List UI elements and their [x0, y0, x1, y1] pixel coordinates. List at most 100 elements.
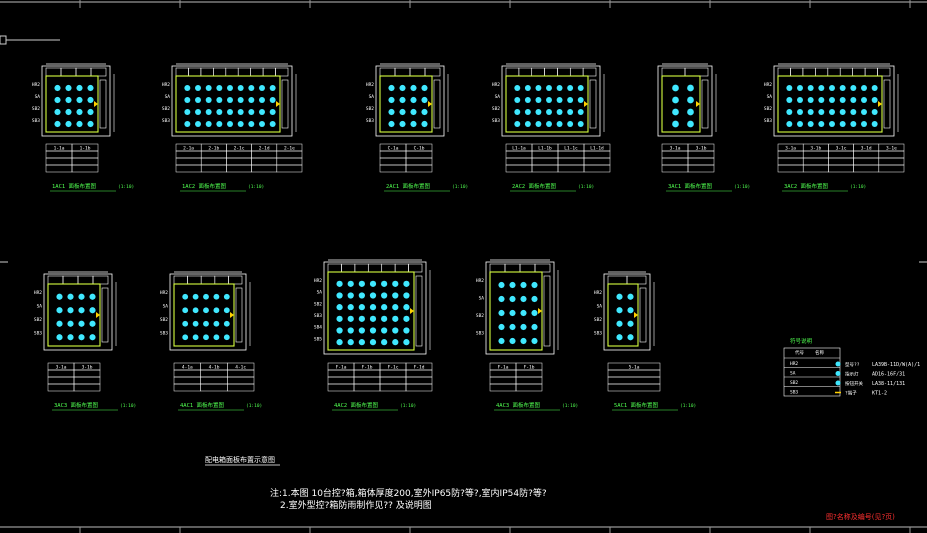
indicator-icon [797, 85, 803, 91]
indicator-icon [392, 327, 399, 334]
table-cell [777, 164, 804, 173]
indicator-icon [818, 85, 825, 91]
table-header: 1-1b [80, 146, 91, 152]
indicator-icon [421, 84, 428, 92]
indicator-icon [509, 323, 516, 331]
terminal-slot [75, 67, 92, 77]
indicator-icon [421, 108, 428, 116]
row-label: HR2 [594, 290, 602, 296]
indicator-icon [87, 108, 94, 116]
indicator-icon [524, 85, 531, 91]
table-header: 2-1c [234, 146, 245, 152]
panel-caption: 3AC1 面板布置图 [668, 182, 713, 190]
indicator-icon [347, 339, 354, 346]
table-cell [405, 376, 433, 385]
terminal-slot [557, 67, 571, 77]
table-cell [828, 164, 854, 173]
indicator-icon [531, 309, 538, 317]
table-header: 2-1b [208, 146, 219, 152]
terminal-slot [327, 263, 342, 273]
indicator-icon [56, 293, 63, 300]
indicator-icon [216, 85, 223, 91]
indicator-icon [839, 121, 846, 127]
indicator-icon [227, 85, 233, 91]
table-cell [531, 157, 559, 166]
indicator-icon [786, 97, 793, 103]
indicator-icon [336, 339, 343, 346]
table-cell [45, 150, 73, 159]
indicator-icon [76, 120, 83, 128]
panel-caption: 1AC2 面板布置图 [182, 182, 227, 190]
legend-model: KT1-2 [872, 391, 887, 397]
indicator-icon [556, 97, 563, 103]
indicator-icon [807, 85, 814, 91]
indicator-icon [871, 85, 878, 91]
terminal-strip [101, 287, 109, 343]
panel-caption: 3AC3 面板布置图 [54, 401, 99, 409]
indicator-icon [524, 97, 531, 103]
indicator-icon [248, 85, 255, 91]
table-header: 4-1c [235, 365, 246, 371]
row-label: SB3 [32, 118, 40, 124]
table-cell [853, 150, 880, 159]
table-cell [583, 150, 611, 159]
indicator-icon [871, 97, 878, 103]
indicator-icon [347, 315, 354, 322]
table-cell [828, 150, 854, 159]
panel-scale: (1:10) [562, 403, 578, 409]
indicator-icon [410, 96, 417, 104]
indicator-icon [216, 109, 223, 115]
terminal-slot [518, 67, 533, 77]
table-header: C-1b [414, 146, 425, 152]
indicator-icon [205, 97, 212, 103]
panel-scale: (1:10) [850, 184, 866, 190]
row-label: SB3 [314, 313, 322, 319]
indicator-icon [672, 84, 679, 92]
indicator-icon [192, 334, 199, 341]
panel-outline [501, 65, 601, 137]
terminal-strip [433, 79, 441, 129]
indicator-icon [616, 334, 623, 341]
panel-scale: (1:10) [400, 403, 416, 409]
panel-caption: 5AC1 面板布置图 [614, 401, 659, 409]
table-header: F-1a [498, 365, 509, 371]
table-header: F-1b [524, 365, 535, 371]
table-cell [73, 369, 101, 378]
legend-title: 符号说明 [790, 337, 813, 345]
indicator-icon [203, 293, 209, 300]
indicator-icon [78, 307, 85, 314]
table-cell [200, 369, 228, 378]
panel-outline [323, 261, 427, 355]
table-cell [531, 150, 559, 159]
table-cell [327, 376, 355, 385]
terminal-slot [394, 67, 411, 77]
indicator-icon [616, 293, 623, 300]
indicator-icon [336, 327, 343, 334]
table-cell [802, 164, 829, 173]
indicator-icon [577, 121, 584, 127]
indicator-icon [498, 281, 505, 289]
table-header: 3-1b [696, 146, 707, 152]
terminal-slot [173, 275, 188, 285]
indicator-icon [567, 97, 574, 103]
table-header: 2-1e [284, 146, 295, 152]
table-cell [505, 150, 533, 159]
legend-symbol-icon [835, 380, 841, 386]
indicator-icon [498, 323, 505, 331]
indicator-icon [195, 109, 201, 115]
indicator-icon [184, 109, 191, 115]
indicator-icon [388, 108, 395, 116]
table-cell [47, 383, 75, 392]
row-label: HR2 [764, 82, 772, 88]
indicator-icon [627, 320, 634, 327]
terminal-slot [607, 275, 628, 285]
terminal-slot [424, 67, 441, 77]
indicator-icon [410, 108, 417, 116]
indicator-icon [403, 280, 410, 287]
indicator-icon [54, 84, 61, 92]
indicator-icon [520, 337, 527, 345]
indicator-icon [577, 85, 584, 91]
panel-outline [375, 65, 445, 137]
